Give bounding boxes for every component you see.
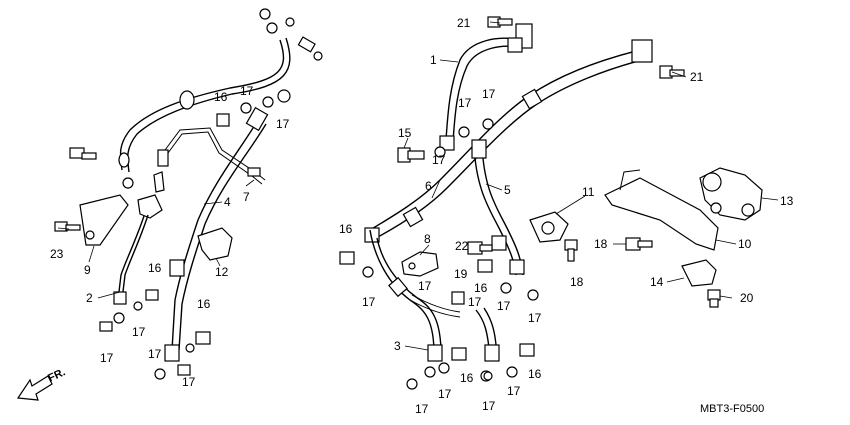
callout-23: 23 [50,247,64,261]
diagram-code: MBT3-F0500 [700,403,764,415]
front-direction-arrow: FR. [16,366,67,401]
callout-13: 13 [780,194,794,208]
callout-17: 17 [482,87,496,101]
brake-hose-main-long [364,39,653,243]
fitting-top-left [118,8,323,189]
bolt-20 [707,289,721,308]
callout-17: 17 [497,299,511,313]
bolt-upper-left [69,147,97,160]
callout-17: 17 [507,384,521,398]
hose-clamp-12 [197,227,233,261]
callout-1: 1 [430,53,437,67]
callout-19: 19 [454,267,468,281]
brake-pipe-2 [99,214,149,332]
callout-18: 18 [570,275,584,289]
callout-16: 16 [197,297,211,311]
brake-hose-3 [369,229,443,378]
bolt-23 [54,221,81,232]
callout-17: 17 [468,295,482,309]
callout-21: 21 [457,16,471,30]
callout-17: 17 [182,375,196,389]
callout-12: 12 [215,265,229,279]
hose-clamp-11 [529,211,569,243]
callout-17: 17 [482,399,496,413]
leader-lines [57,21,779,351]
callout-20: 20 [740,291,754,305]
callout-6: 6 [425,179,432,193]
callout-16: 16 [214,90,228,104]
callout-22: 22 [455,239,469,253]
callout-17: 17 [132,325,146,339]
callout-15: 15 [398,126,412,140]
callout-4: 4 [224,195,231,209]
callout-5: 5 [504,183,511,197]
callout-16: 16 [474,281,488,295]
callout-14: 14 [650,275,664,289]
bracket-9 [79,171,165,246]
callout-17: 17 [432,153,446,167]
callout-3: 3 [394,339,401,353]
bolt-15 [397,118,494,163]
delay-valve-13 [699,167,763,221]
brake-pipe-center [409,294,461,318]
bolts-lower-left [133,289,211,353]
brake-hose-1 [439,23,533,151]
clamp-14 [681,259,717,287]
callout-17: 17 [100,351,114,365]
callout-11: 11 [582,185,595,199]
callout-labels: 1 2 3 4 5 6 7 8 9 10 11 12 13 14 15 16 1… [50,16,794,416]
callout-16: 16 [528,367,542,381]
bolt-18-center [564,239,578,262]
callout-18: 18 [594,237,608,251]
callout-21: 21 [690,70,704,84]
stay-10 [604,169,719,251]
bolt-21-right [659,65,685,79]
bolts-center [339,251,539,390]
brake-hose-short [475,307,500,382]
callout-10: 10 [738,237,752,251]
callout-2: 2 [86,291,93,305]
callout-17: 17 [240,84,254,98]
callout-17: 17 [415,402,429,416]
callout-17: 17 [418,279,432,293]
callout-17: 17 [438,387,452,401]
brake-hose-4 [154,96,274,380]
callout-8: 8 [424,232,431,246]
callout-16: 16 [460,371,474,385]
callout-7: 7 [243,190,250,204]
callout-17: 17 [276,117,290,131]
callout-16: 16 [339,222,353,236]
callout-17: 17 [528,311,542,325]
bolt-22 [467,241,493,255]
brake-pipe-7 [157,127,266,185]
callout-17: 17 [458,96,472,110]
callout-17: 17 [362,295,376,309]
bolt-19 [451,291,465,305]
callout-9: 9 [84,263,91,277]
direction-label: FR. [46,366,67,384]
callout-16: 16 [148,261,162,275]
brake-hose-5 [471,139,525,276]
callout-17: 17 [148,347,162,361]
bolt-18-right [625,237,653,251]
bolt-left-upper-16 [216,89,291,127]
bracket-8 [401,251,439,277]
